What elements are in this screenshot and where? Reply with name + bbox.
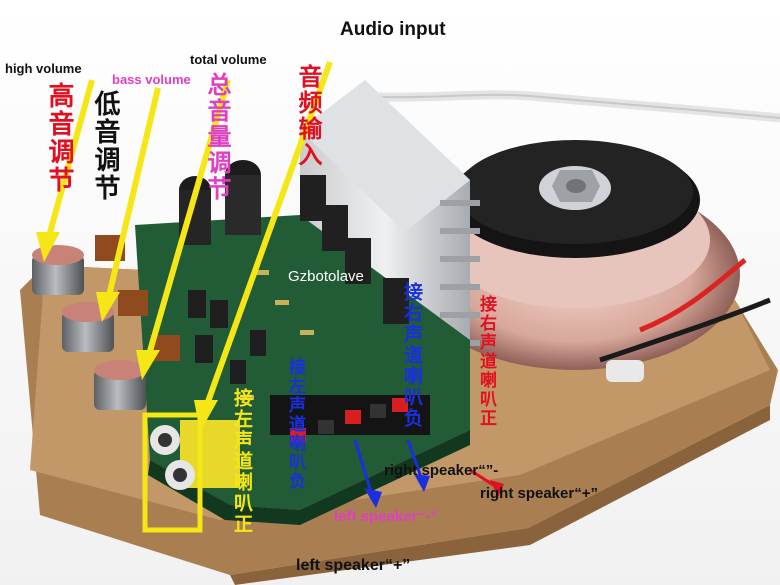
toroidal-transformer <box>410 140 740 370</box>
knobs <box>32 245 146 410</box>
high-volume-label: high volume <box>5 61 82 76</box>
bass-volume-label: bass volume <box>112 72 191 87</box>
connect-left-plus-cn-label: 接左声道喇叭正 <box>231 388 253 535</box>
left-speaker-plus-label: left speaker“+” <box>296 557 411 574</box>
watermark: Gzbotolave <box>288 268 364 285</box>
annotation-arrows <box>36 60 333 432</box>
right-speaker-minus-label: right speaker“”- <box>384 462 499 479</box>
pcb <box>95 160 470 525</box>
connect-right-plus-cn-label: 接右声道喇叭正 <box>476 295 496 428</box>
input-highlight-box <box>142 412 203 533</box>
treble-adjust-cn-label: 高音调节 <box>44 82 74 194</box>
left-speaker-minus-label: left speaker“-” <box>334 508 438 525</box>
total-volume-label: total volume <box>190 52 267 67</box>
speaker-arrows <box>353 439 504 508</box>
right-speaker-plus-label: right speaker“+” <box>480 485 598 502</box>
total-volume-adjust-cn-label: 总音量调节 <box>203 72 231 202</box>
audio-input-cn-label: 音频输入 <box>294 64 322 168</box>
connect-left-minus-cn-label: 接左声道喇叭负 <box>285 358 305 491</box>
connect-right-minus-cn-label: 接右声道喇叭负 <box>401 282 423 429</box>
bass-adjust-cn-label: 低音调节 <box>90 90 120 202</box>
audio-input-label: Audio input <box>340 19 446 40</box>
